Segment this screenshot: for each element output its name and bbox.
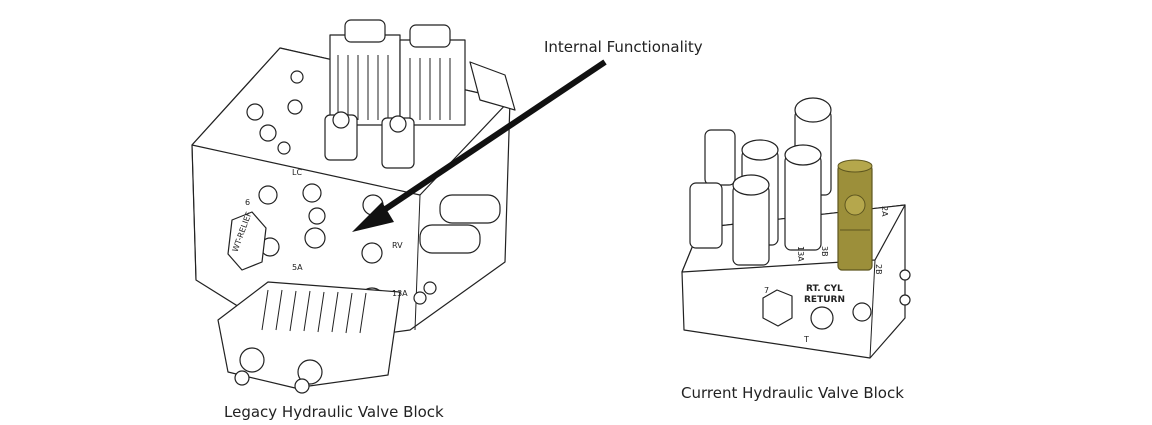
current-cartridge-cap [794, 97, 832, 123]
current-label-2a: 2A [880, 206, 889, 217]
legacy-cartridge-nut [332, 111, 350, 129]
current-side-port [899, 269, 911, 281]
legacy-label-rv: RV [392, 241, 403, 250]
current-cartridge-cap [784, 144, 822, 166]
arrow-head [352, 202, 394, 232]
current-block-edge [869, 259, 876, 359]
current-label-return: RETURN [804, 295, 845, 305]
legacy-label-lc: LC [292, 168, 302, 177]
legacy-side-port [413, 291, 427, 305]
legacy-bottom-coil-ribs [261, 289, 367, 334]
legacy-valve-block: WT-RELIEF LC 6 5A RV 13A [191, 19, 516, 394]
legacy-top-port [290, 70, 304, 84]
legacy-top-port [277, 141, 291, 155]
legacy-label-5a: 5A [292, 263, 303, 272]
legacy-manual-knob-1 [239, 347, 265, 373]
legacy-knob-tip [294, 378, 310, 394]
legacy-side-bracket [469, 61, 516, 111]
legacy-side-cylinder-1 [439, 194, 501, 224]
current-label-rt-cyl: RT. CYL [806, 284, 843, 294]
legacy-port [302, 183, 322, 203]
current-block-caption: Current Hydraulic Valve Block [681, 384, 904, 402]
legacy-side-cylinder-2 [419, 224, 481, 254]
legacy-top-port [287, 99, 303, 115]
legacy-manual-knob-2 [297, 359, 323, 385]
current-label-7: 7 [764, 286, 769, 295]
current-cartridge-2 [732, 184, 770, 266]
current-connector-1 [704, 129, 736, 186]
current-cartridge-4 [784, 154, 822, 251]
legacy-top-port [246, 103, 264, 121]
arrow-shaft [370, 59, 607, 221]
current-port-return [852, 302, 872, 322]
legacy-port [304, 227, 326, 249]
current-connector-2 [689, 182, 723, 249]
legacy-solenoid-cap-2 [409, 24, 451, 48]
legacy-port [308, 207, 326, 225]
legacy-block-edge [191, 144, 197, 281]
current-cartridge-cap [732, 174, 770, 196]
current-valve-block: 7 RT. CYL RETURN T 2A 2B 13A 3B [681, 97, 911, 359]
legacy-solenoid-cap-1 [344, 19, 386, 43]
current-label-13a: 13A [796, 246, 805, 262]
legacy-side-port [423, 281, 437, 295]
legacy-block-edge [414, 194, 421, 331]
current-label-3b: 3B [820, 246, 829, 257]
legacy-cartridge-nut [389, 115, 407, 133]
legacy-label-6: 6 [245, 198, 250, 207]
current-cartridge-cap [741, 139, 779, 161]
legacy-port-rv [361, 242, 383, 264]
legacy-solenoid-coil-2 [399, 39, 466, 126]
current-highlight-valve [837, 159, 873, 271]
legacy-port-6 [258, 185, 278, 205]
internal-functionality-arrow [352, 59, 607, 232]
current-label-2b: 2B [874, 264, 883, 275]
legacy-block-caption: Legacy Hydraulic Valve Block [224, 403, 444, 421]
legacy-top-port [259, 124, 277, 142]
current-port-7-plug [762, 289, 793, 327]
current-port-t [810, 306, 834, 330]
legacy-coil-ribs [337, 55, 451, 120]
legacy-relief-plug [227, 211, 267, 271]
current-side-port [899, 294, 911, 306]
arrow-caption: Internal Functionality [544, 38, 703, 56]
current-label-t: T [803, 335, 809, 344]
legacy-knob-tip [234, 370, 250, 386]
legacy-label-13a: 13A [392, 289, 408, 298]
